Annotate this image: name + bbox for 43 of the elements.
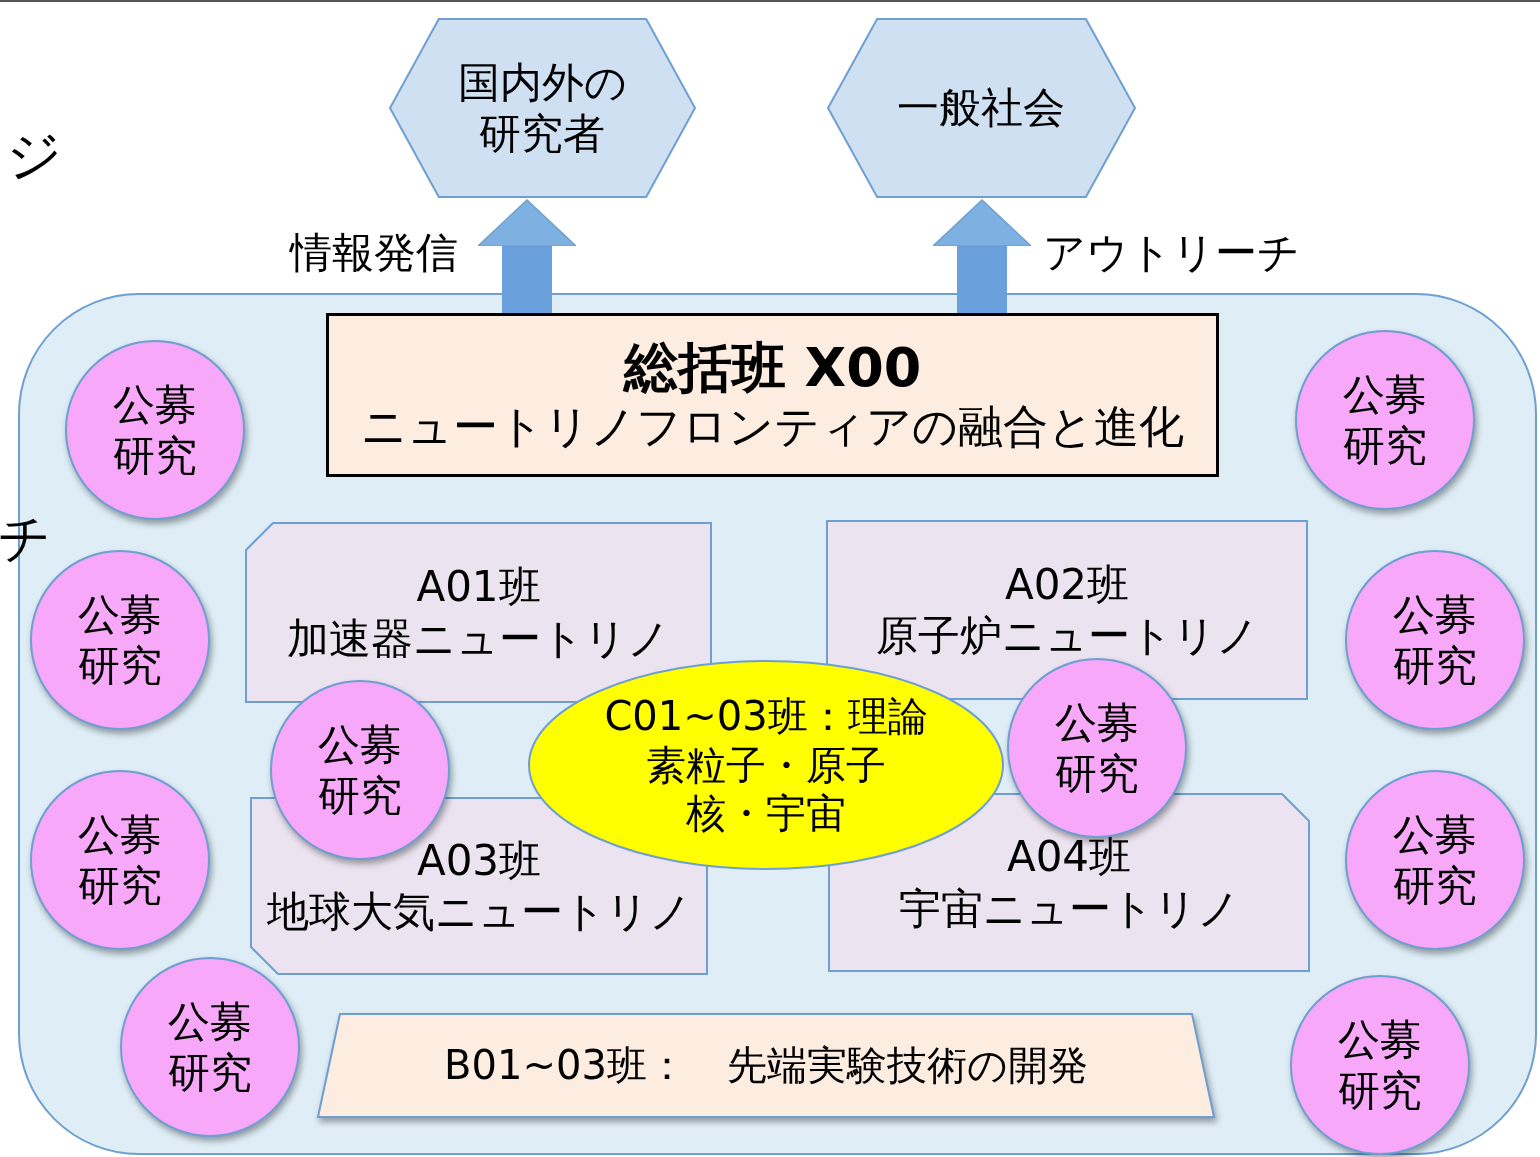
circle (65, 340, 245, 520)
node-text: 原子炉ニュートリノ (875, 610, 1259, 662)
node-text: 公募研究 (1392, 588, 1478, 692)
node-text: 公募研究 (1337, 1013, 1423, 1117)
node-text: 公募研究 (77, 588, 163, 692)
node-text: 宇宙ニュートリノ (898, 882, 1240, 934)
node-text: B01~03班： 先端実験技術の開発 (444, 1041, 1088, 1090)
node-text: 素粒子・原子核・宇宙 (645, 740, 887, 839)
block-arrow (932, 199, 1032, 313)
circle (30, 770, 210, 950)
heading: A01班 (416, 561, 541, 613)
cut-off-text: ジ (6, 128, 62, 183)
node-text: 加速器ニュートリノ (287, 612, 670, 664)
trapezoid-box (317, 1013, 1215, 1118)
node-text: 公募研究 (1054, 696, 1140, 800)
node-text: 一般社会 (896, 82, 1067, 134)
node-text: 国内外の研究者 (457, 56, 628, 160)
circle (1345, 770, 1525, 950)
block-arrow (477, 199, 577, 313)
node-text: 公募研究 (1392, 808, 1478, 912)
edge-label: 情報発信 (290, 232, 458, 274)
node-text: 地球大気ニュートリノ (266, 886, 692, 938)
circle (1345, 550, 1525, 730)
hexagon (390, 18, 695, 198)
circle (120, 957, 300, 1137)
heading: 総括班 X00 (623, 334, 922, 401)
node-text: 公募研究 (1342, 368, 1428, 472)
hexagon (828, 18, 1135, 198)
circle (1290, 975, 1470, 1155)
circle (1007, 658, 1187, 838)
title-box (326, 313, 1219, 477)
node-text: ニュートリノフロンティアの融合と進化 (361, 400, 1184, 456)
heading: C01~03班：理論 (604, 691, 928, 741)
heading: A03班 (416, 834, 542, 886)
cut-off-text: チ (0, 512, 51, 564)
node-text: 公募研究 (317, 718, 403, 822)
heading: A04班 (1006, 831, 1132, 883)
edge-label: アウトリーチ (1043, 232, 1300, 274)
node-text: 公募研究 (77, 808, 163, 912)
circle (1295, 330, 1475, 510)
node-text: 公募研究 (167, 995, 253, 1099)
node-text: 公募研究 (112, 378, 198, 482)
heading: A02班 (1004, 558, 1130, 610)
